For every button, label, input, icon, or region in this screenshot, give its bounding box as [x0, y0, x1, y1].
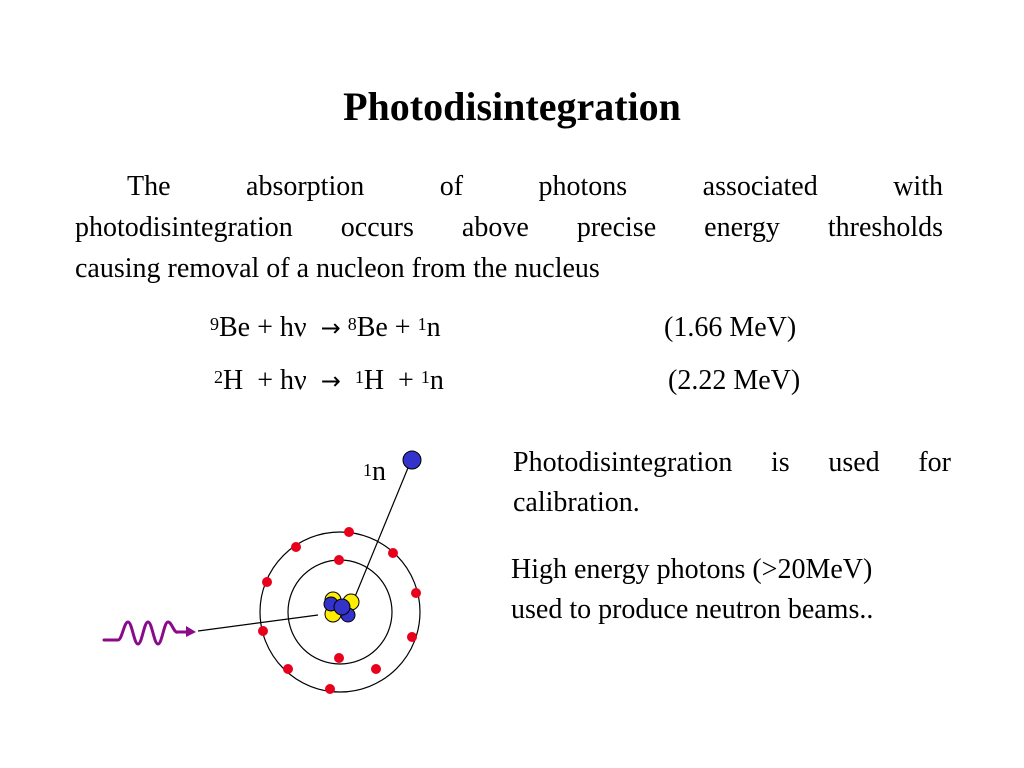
electron [334, 653, 344, 663]
neutron-beams-text: High energy photons (>20MeV) used to pro… [511, 550, 961, 630]
eq2-product-mass: 1 [354, 367, 364, 387]
eq2-energy: (2.22 MeV) [668, 365, 801, 396]
eq1-neutron-mass: 1 [417, 314, 427, 334]
eq2-plus-2: + [398, 365, 414, 396]
electron [262, 577, 272, 587]
eq1-neutron-symbol: n [426, 312, 441, 343]
neutron [333, 598, 351, 616]
eq1-plus-1: + [257, 312, 273, 343]
eq2-neutron-symbol: n [429, 365, 444, 396]
electron [344, 527, 354, 537]
electron [334, 555, 344, 565]
electron [407, 632, 417, 642]
electrons [258, 527, 421, 694]
eq2-neutron-mass: 1 [420, 367, 430, 387]
eq1-product-mass: 8 [347, 314, 357, 334]
calibration-line-2: calibration. [513, 487, 640, 518]
neutron-label: 1n [363, 456, 386, 488]
calibration-text: Photodisintegration is used for calibrat… [513, 443, 951, 523]
outer-orbit [259, 531, 421, 693]
eq2-product-symbol: H [363, 365, 385, 396]
eq1-plus-2: + [394, 312, 411, 343]
eq1-reactant-symbol: Be [219, 312, 251, 343]
intro-paragraph: The absorption of photons associated wit… [75, 166, 943, 289]
electron [325, 684, 335, 694]
eq1-arrow: → [320, 314, 341, 342]
electron [371, 664, 381, 674]
neutron-label-symbol: n [372, 456, 386, 487]
beams-line-1: High energy photons (>20MeV) [511, 554, 873, 585]
eq1-product-symbol: Be [356, 312, 388, 343]
nucleus [323, 591, 360, 623]
equation-deuterium: 2H + hν → 1H + 1n [214, 365, 444, 397]
photon-arrowhead-icon [186, 626, 196, 637]
page-title: Photodisintegration [343, 84, 681, 129]
electron [258, 626, 268, 636]
eq2-reactant-symbol: H [223, 365, 244, 396]
equation-beryllium: 9Be + hν → 8Be + 1n [210, 312, 441, 344]
eq1-energy: (1.66 MeV) [664, 312, 797, 343]
beams-line-2: used to produce neutron beams.. [511, 594, 874, 625]
electron [388, 548, 398, 558]
eq2-reactant-mass: 2 [214, 367, 223, 387]
eq2-photon: hν [280, 365, 307, 396]
intro-line-2: photodisintegration occurs above precise… [75, 212, 943, 243]
electron [291, 542, 301, 552]
electron [283, 664, 293, 674]
electron [411, 588, 421, 598]
intro-line-3: causing removal of a nucleon from the nu… [75, 253, 600, 284]
eq1-photon: hν [279, 312, 307, 343]
photon-wave-icon [102, 620, 190, 646]
neutron-label-mass: 1 [363, 460, 372, 480]
calibration-line-1: Photodisintegration is used for [513, 447, 951, 478]
eq2-arrow: → [320, 367, 341, 395]
photon-trajectory [197, 614, 319, 632]
neutron-trajectory [351, 462, 411, 605]
intro-line-1: The absorption of photons associated wit… [127, 171, 943, 202]
ejected-neutron [402, 450, 422, 470]
eq2-plus-1: + [257, 365, 274, 396]
eq1-reactant-mass: 9 [210, 314, 219, 334]
